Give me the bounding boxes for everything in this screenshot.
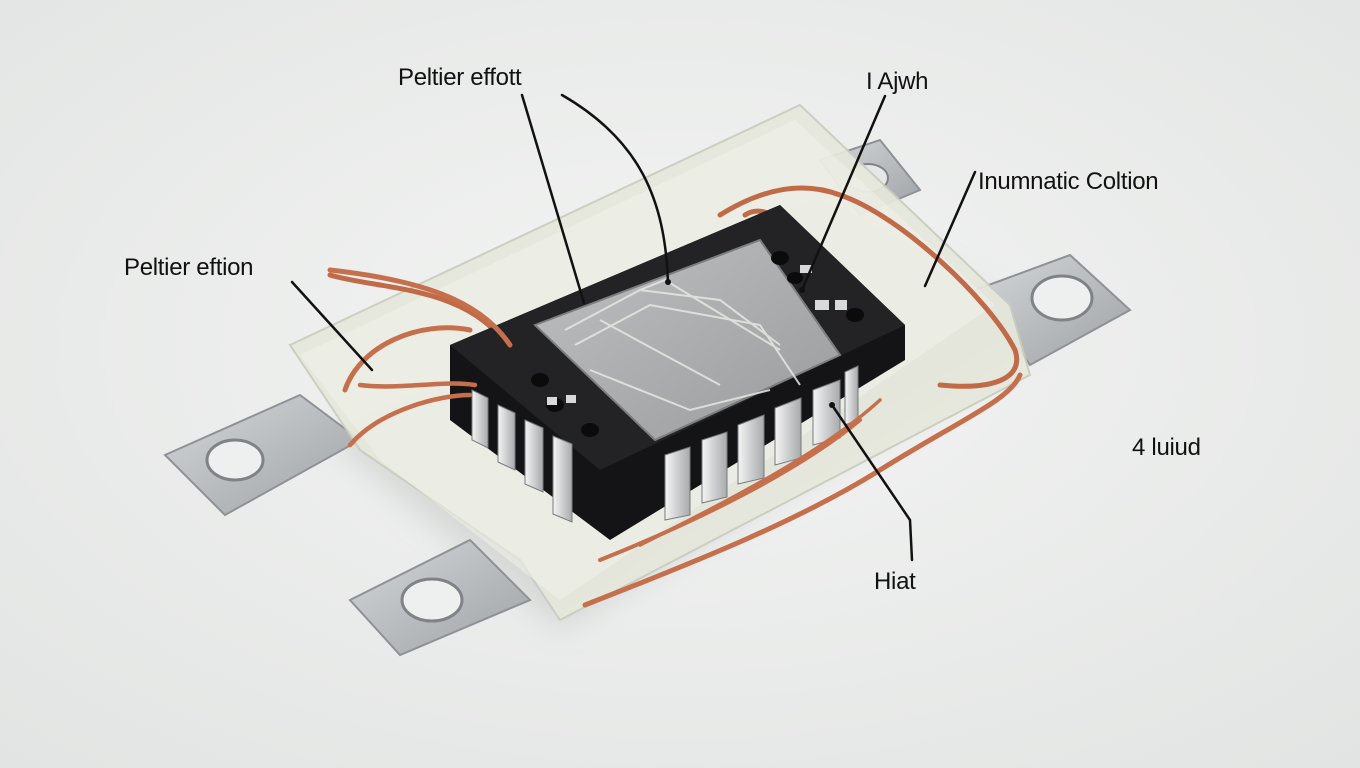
label-peltier-effect-top: Peltier effott bbox=[398, 64, 522, 91]
leader-line-hiat bbox=[830, 403, 914, 562]
label-ajwh: I Ajwh bbox=[866, 68, 929, 95]
leader-line-peltier-left bbox=[290, 280, 374, 372]
chip-holes bbox=[531, 251, 864, 437]
die-traces bbox=[564, 278, 801, 412]
label-peltier-effect-left: Peltier eftion bbox=[124, 254, 254, 281]
leader-lines bbox=[290, 93, 977, 562]
leader-line-ajwh bbox=[800, 94, 887, 292]
label-four-luid: 4 luiud bbox=[1132, 434, 1201, 461]
leader-line-immunatic bbox=[923, 170, 977, 288]
mounting-tab-bottom bbox=[348, 538, 532, 657]
leader-line-peltier-top-b bbox=[560, 93, 670, 284]
mounting-hole bbox=[1030, 274, 1094, 322]
chip-pads bbox=[547, 265, 847, 405]
semiconductor-die bbox=[533, 238, 842, 442]
mounting-hole bbox=[400, 577, 464, 623]
label-hiat: Hiat bbox=[874, 568, 916, 595]
leader-line-peltier-top-a bbox=[520, 93, 586, 305]
label-immunatic-coltion: Inumnatic Coltion bbox=[978, 168, 1159, 195]
leader-dots bbox=[665, 279, 835, 408]
mounting-hole bbox=[205, 438, 265, 482]
chip-pins bbox=[471, 365, 859, 523]
copper-wires-front bbox=[327, 267, 1023, 608]
